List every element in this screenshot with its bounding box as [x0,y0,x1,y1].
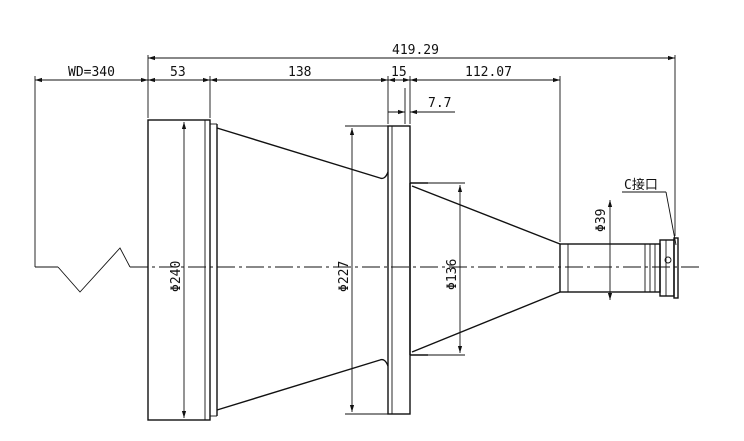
dim-seg-cone1-label: 138 [288,65,311,80]
mount-leader [622,191,677,246]
working-distance-line [35,247,148,293]
dim-cone2-dia [428,182,465,356]
dim-front-dia-label: Φ240 [169,261,184,292]
rear-tube [559,237,679,299]
dim-cone2-dia-label: Φ136 [445,259,460,290]
dim-row [34,76,561,267]
dim-overall-label: 419.29 [392,43,439,58]
front-flange [147,119,218,421]
dim-overall [147,55,676,236]
dim-working-distance-label: WD=340 [68,65,115,80]
dim-step [388,88,455,124]
dim-seg-mid-flange-label: 15 [391,65,407,80]
dim-step-label: 7.7 [428,96,451,111]
cone-1 [216,127,389,411]
cone-2 [409,182,561,356]
dim-mid-dia-label: Φ227 [337,261,352,292]
dim-seg-cone2-label: 112.07 [465,65,512,80]
dim-mid-dia [345,125,388,415]
mount-label: C接口 [624,177,658,193]
dim-tube-dia-label: Φ39 [594,209,609,232]
dim-seg-flange-label: 53 [170,65,186,80]
middle-flange [387,125,411,415]
